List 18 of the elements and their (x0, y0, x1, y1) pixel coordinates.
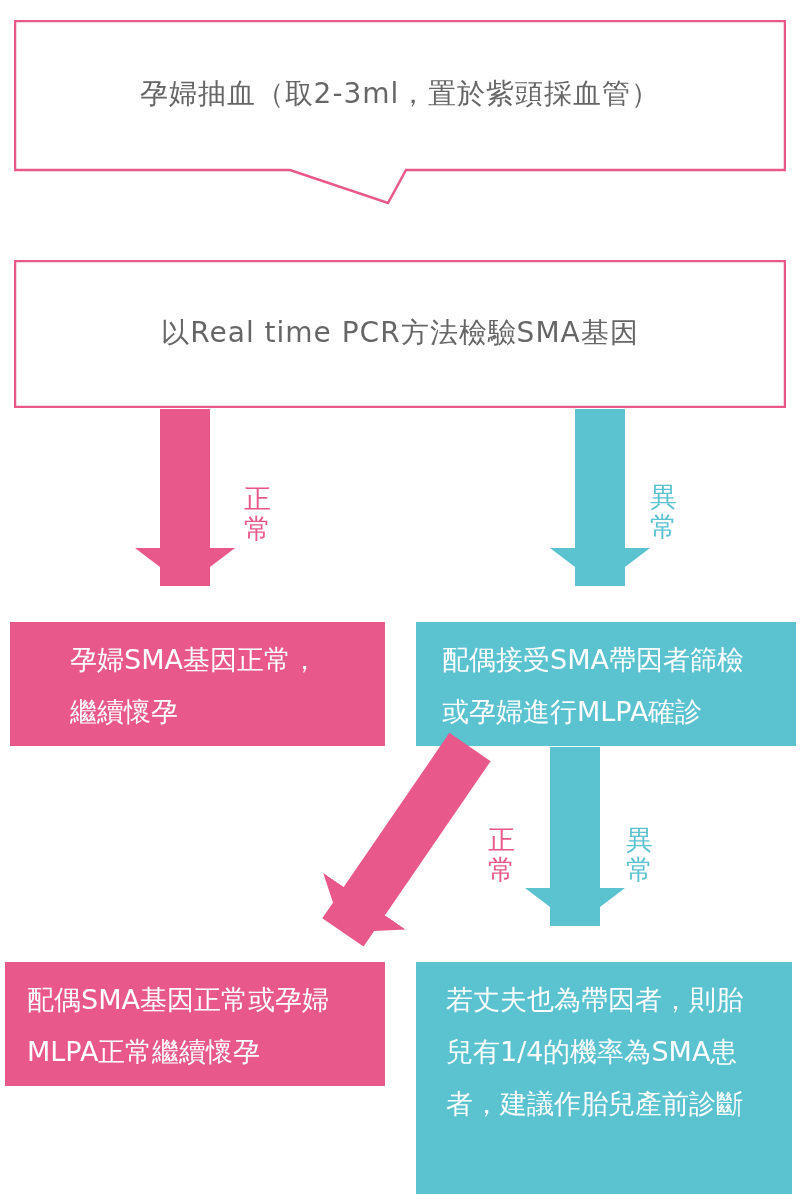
result-box (10, 622, 385, 746)
result-box (416, 622, 796, 746)
edge-label: 正常 (488, 825, 515, 885)
result-box (416, 962, 792, 1194)
edge-label: 正常 (244, 484, 271, 544)
step-text: 配偶接受SMA帶因者篩檢或孕婦進行MLPA確診 (441, 643, 745, 729)
block-arrow (322, 732, 491, 947)
step-text: 若丈夫也為帶因者，則胎兒有1/4的機率為SMA患者，建議作胎兒產前診斷 (445, 983, 744, 1121)
edge-label: 異常 (650, 482, 677, 542)
step-text: 孕婦SMA基因正常，繼續懷孕 (69, 643, 319, 729)
step-text: 以Real time PCR方法檢驗SMA基因 (160, 315, 640, 351)
block-arrow (550, 409, 650, 586)
result-box (5, 962, 385, 1086)
step-text: 配偶SMA基因正常或孕婦MLPA正常繼續懷孕 (26, 983, 330, 1069)
step-text: 孕婦抽血（取2-3ml，置於紫頭採血管） (138, 76, 662, 112)
block-arrow (525, 747, 625, 926)
block-arrow (135, 409, 235, 586)
edge-label: 異常 (626, 825, 653, 885)
